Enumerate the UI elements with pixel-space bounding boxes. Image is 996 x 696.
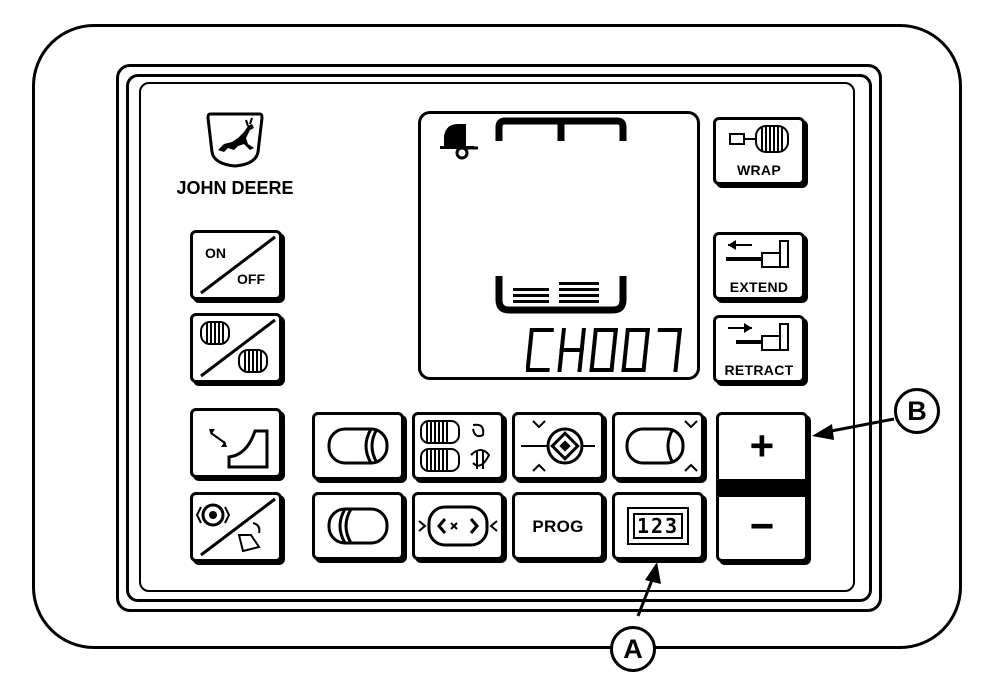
extend-button[interactable]: EXTEND bbox=[713, 232, 805, 300]
wrap-label: WRAP bbox=[737, 162, 781, 178]
callout-a: A bbox=[610, 626, 656, 672]
bale-diameter-icon bbox=[625, 420, 698, 472]
counter-frame: 123 bbox=[627, 507, 689, 545]
rocker-divider bbox=[716, 479, 808, 497]
arrow-a-head bbox=[645, 562, 661, 584]
counter-digits: 123 bbox=[633, 513, 683, 539]
extend-label: EXTEND bbox=[729, 279, 789, 295]
plus-minus-rocker: + − bbox=[716, 412, 808, 562]
segment-digit bbox=[657, 328, 682, 372]
arrow-b-line bbox=[825, 417, 895, 434]
bale-count-button[interactable] bbox=[312, 492, 404, 560]
minus-button[interactable]: − bbox=[719, 497, 805, 559]
prog-button[interactable]: PROG bbox=[512, 492, 604, 560]
minus-label: − bbox=[749, 502, 775, 549]
net-wrap-icon bbox=[420, 420, 491, 472]
segment-readout: CH007 bbox=[525, 324, 691, 376]
net-width-button[interactable] bbox=[412, 492, 504, 560]
tailgate-icon bbox=[209, 429, 269, 469]
monitor-bezel-outer bbox=[116, 64, 882, 612]
pickup-control-button[interactable] bbox=[190, 492, 282, 562]
arrow-b-head bbox=[812, 424, 834, 440]
wrap-button[interactable]: WRAP bbox=[713, 117, 805, 185]
retract-label: RETRACT bbox=[724, 362, 794, 378]
bale-density-indicator bbox=[495, 272, 627, 316]
bale-cylinder-icon bbox=[327, 427, 389, 465]
bale-shape-top-indicator bbox=[495, 117, 627, 147]
prog-label: PROG bbox=[532, 517, 584, 536]
tailgate-tilt-button[interactable] bbox=[190, 408, 282, 478]
net-width-arrows-icon bbox=[418, 505, 498, 547]
bale-wrap-toggle-button[interactable] bbox=[190, 313, 282, 383]
plus-label: + bbox=[749, 422, 775, 469]
cylinder-extend-icon bbox=[726, 240, 789, 268]
segment-digit bbox=[621, 328, 650, 372]
net-wrap-button[interactable] bbox=[412, 412, 504, 480]
plus-button[interactable]: + bbox=[719, 415, 805, 479]
off-label: OFF bbox=[237, 271, 265, 287]
cylinder-retract-icon bbox=[728, 323, 789, 351]
bale-cylinder-reverse-icon bbox=[327, 507, 389, 545]
bale-rolls-icon bbox=[200, 318, 276, 378]
monitor-faceplate bbox=[139, 82, 855, 592]
monitor-bezel-middle bbox=[126, 74, 872, 602]
on-label: ON bbox=[205, 245, 226, 261]
on-off-button[interactable]: ON OFF bbox=[190, 230, 282, 300]
segment-digit bbox=[589, 328, 618, 372]
counter-button[interactable]: 123 bbox=[612, 492, 704, 560]
segment-digit bbox=[525, 328, 554, 372]
baler-icon bbox=[436, 120, 482, 162]
pickup-rotor-icon bbox=[195, 497, 276, 557]
bale-density-button[interactable] bbox=[512, 412, 604, 480]
arrow-a-line bbox=[636, 579, 654, 617]
bale-diameter-button[interactable] bbox=[612, 412, 704, 480]
retract-button[interactable]: RETRACT bbox=[713, 315, 805, 383]
callout-b: B bbox=[894, 388, 940, 434]
john-deere-logo-icon bbox=[204, 110, 266, 168]
bale-size-button[interactable] bbox=[312, 412, 404, 480]
segment-digit bbox=[557, 328, 586, 372]
twine-wrap-icon bbox=[729, 125, 789, 153]
density-diamond-icon bbox=[521, 420, 595, 472]
brand-name: JOHN DEERE bbox=[176, 178, 294, 198]
